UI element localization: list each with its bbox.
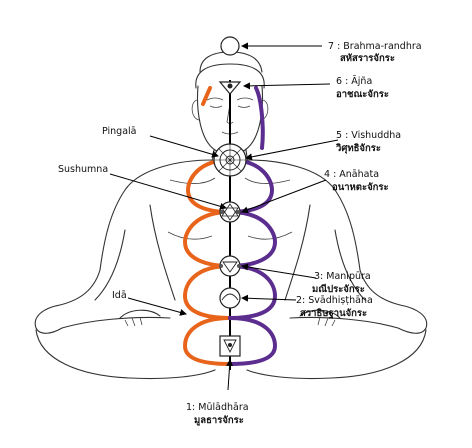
chakra-7-crown bbox=[220, 36, 240, 56]
label-vishuddha-th: วิศุทธิจักระ bbox=[335, 143, 381, 154]
label-manipura-en: 3: Manipūra bbox=[314, 271, 371, 282]
label-crown-en: 7 : Brahma-randhra bbox=[328, 41, 422, 52]
label-ida: Idā bbox=[112, 290, 127, 301]
chakra-4-anahata bbox=[219, 201, 241, 223]
label-muladhara-en: 1: Mūlādhāra bbox=[186, 402, 249, 413]
label-manipura-th: มณีประจักระ bbox=[312, 283, 365, 295]
label-arrows bbox=[109, 42, 339, 391]
chakra-2-svadhisthana bbox=[219, 287, 241, 309]
chakra-5-vishuddha bbox=[213, 143, 247, 177]
label-sushumna: Sushumna bbox=[58, 164, 108, 175]
chakra-3-manipura bbox=[219, 255, 241, 277]
label-crown-th: สหัสรารจักระ bbox=[340, 53, 395, 64]
chakra-6-ajna bbox=[218, 81, 242, 95]
label-svadhisthana-en: 2: Svādhiṣṭhāna bbox=[296, 295, 373, 306]
label-svadhisthana-th: สวาธิษฐานจักระ bbox=[300, 308, 367, 319]
label-vishuddha-en: 5 : Vishuddha bbox=[336, 130, 401, 141]
label-pingala: Pingalā bbox=[102, 126, 137, 137]
label-muladhara-th: มูลธารจักระ bbox=[194, 415, 244, 427]
ida-channel bbox=[228, 86, 278, 366]
chakra-1-muladhara bbox=[219, 335, 241, 357]
label-anahata-th: อนาหตะจักระ bbox=[332, 182, 389, 193]
label-ajna-th: อาชณะจักระ bbox=[336, 89, 389, 100]
pingala-channel bbox=[182, 86, 232, 366]
label-anahata-en: 4 : Anāhata bbox=[324, 169, 379, 180]
label-ajna-en: 6 : Ājña bbox=[336, 76, 372, 87]
